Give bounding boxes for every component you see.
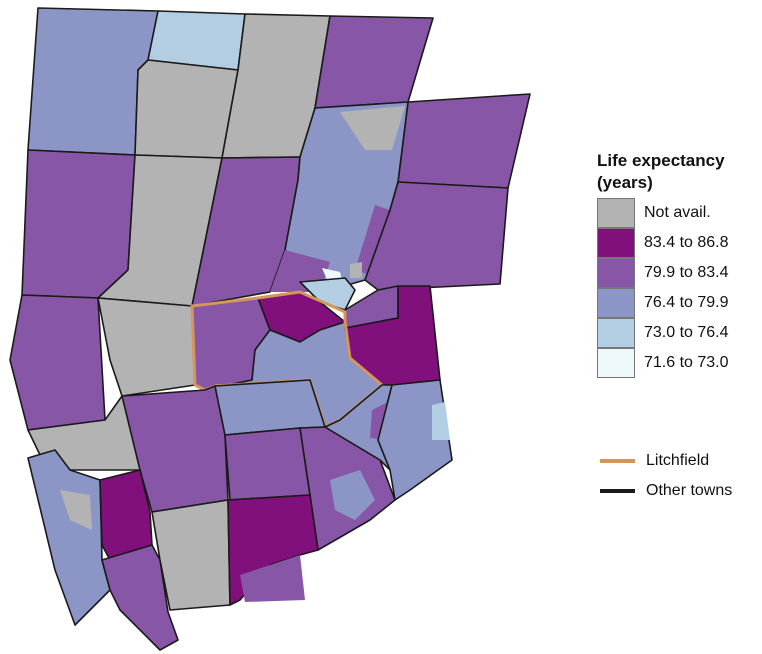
legend-item-bin-1: 83.4 to 86.8 <box>597 228 762 258</box>
town-polygon <box>101 544 179 651</box>
town-polygon <box>314 15 434 109</box>
legend-swatch <box>597 318 635 348</box>
legend-swatch <box>597 348 635 378</box>
legend-swatch <box>597 258 635 288</box>
tract-polygon <box>340 106 405 150</box>
tract-polygon <box>355 205 390 275</box>
town-polygon <box>397 93 531 189</box>
legend-label: 71.6 to 73.0 <box>644 354 729 371</box>
legend-label: 73.0 to 76.4 <box>644 324 729 341</box>
legend-line-other-towns: Other towns <box>600 482 732 500</box>
legend-label: 76.4 to 79.9 <box>644 294 729 311</box>
legend-item-bin-4: 73.0 to 76.4 <box>597 318 762 348</box>
town-polygon <box>214 379 326 436</box>
legend-label: 83.4 to 86.8 <box>644 234 729 251</box>
town-polygon <box>97 297 196 397</box>
legend-line-swatch <box>600 459 635 463</box>
town-polygon <box>9 294 106 431</box>
legend-title-line1: Life expectancy <box>597 151 725 170</box>
legend-label: Litchfield <box>646 452 710 469</box>
town-polygon <box>21 149 136 299</box>
tract-polygon <box>350 262 362 278</box>
tract-polygon <box>240 555 305 602</box>
legend-line-swatch <box>600 489 635 493</box>
legend-label: 79.9 to 83.4 <box>644 264 729 281</box>
legend-item-bin-3: 76.4 to 79.9 <box>597 288 762 318</box>
tract-polygon <box>330 470 375 520</box>
legend-label: Not avail. <box>644 204 711 221</box>
legend-item-bin-5: 71.6 to 73.0 <box>597 348 762 378</box>
legend-item-bin-2: 79.9 to 83.4 <box>597 258 762 288</box>
legend-swatch <box>597 288 635 318</box>
legend-swatch <box>597 228 635 258</box>
tract-polygon <box>60 490 92 530</box>
legend-line-litchfield: Litchfield <box>600 452 709 470</box>
legend-label: Other towns <box>646 482 733 499</box>
legend: Life expectancy (years) Not avail. 83.4 … <box>597 150 762 378</box>
legend-title-line2: (years) <box>597 173 653 192</box>
town-polygon <box>151 499 231 611</box>
legend-title: Life expectancy (years) <box>597 150 762 194</box>
town-polygon <box>134 59 239 159</box>
tract-polygon <box>432 402 450 440</box>
town-polygon <box>224 427 311 501</box>
legend-swatch <box>597 198 635 228</box>
town-polygon <box>27 449 111 626</box>
legend-item-not-available: Not avail. <box>597 198 762 228</box>
